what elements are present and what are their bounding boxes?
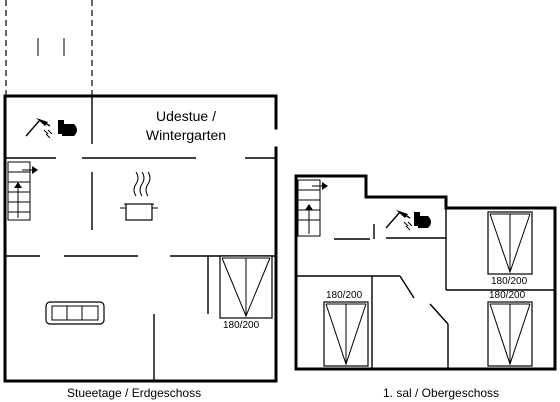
- cooking-pot-icon: [120, 171, 158, 221]
- room-label-wintergarten: Udestue / Wintergarten: [126, 107, 246, 145]
- double-bed-icon: [323, 301, 369, 367]
- toilet-icon: [58, 120, 77, 136]
- ground-floor-caption: Stueetage / Erdgeschoss: [67, 386, 202, 400]
- bed-size-label: 180/200: [326, 290, 363, 301]
- first-interior-walls: [296, 208, 555, 369]
- first-floor-caption: 1. sal / Obergeschoss: [383, 386, 500, 400]
- terrace-outline: [5, 0, 93, 95]
- sofa-icon: [45, 301, 105, 325]
- bed-size-label: 180/200: [489, 290, 526, 301]
- ground-outer-wall: [3, 94, 278, 383]
- bed-size-label: 180/200: [223, 320, 260, 331]
- ground-floor-plan: [3, 0, 278, 383]
- first-floor-plan: [294, 174, 557, 371]
- room-label-line1: Udestue /: [156, 108, 216, 124]
- staircase-icon: [7, 161, 38, 221]
- double-bed-icon: [487, 301, 533, 367]
- double-bed-icon: [219, 255, 273, 319]
- room-label-line2: Wintergarten: [145, 127, 227, 143]
- toilet-icon: [414, 212, 431, 228]
- terrace-marks: [37, 38, 65, 56]
- double-bed-icon: [487, 211, 533, 275]
- staircase-icon: [297, 179, 328, 237]
- shower-icon: [385, 210, 413, 231]
- bed-size-label: 180/200: [491, 276, 528, 287]
- shower-icon: [25, 118, 53, 139]
